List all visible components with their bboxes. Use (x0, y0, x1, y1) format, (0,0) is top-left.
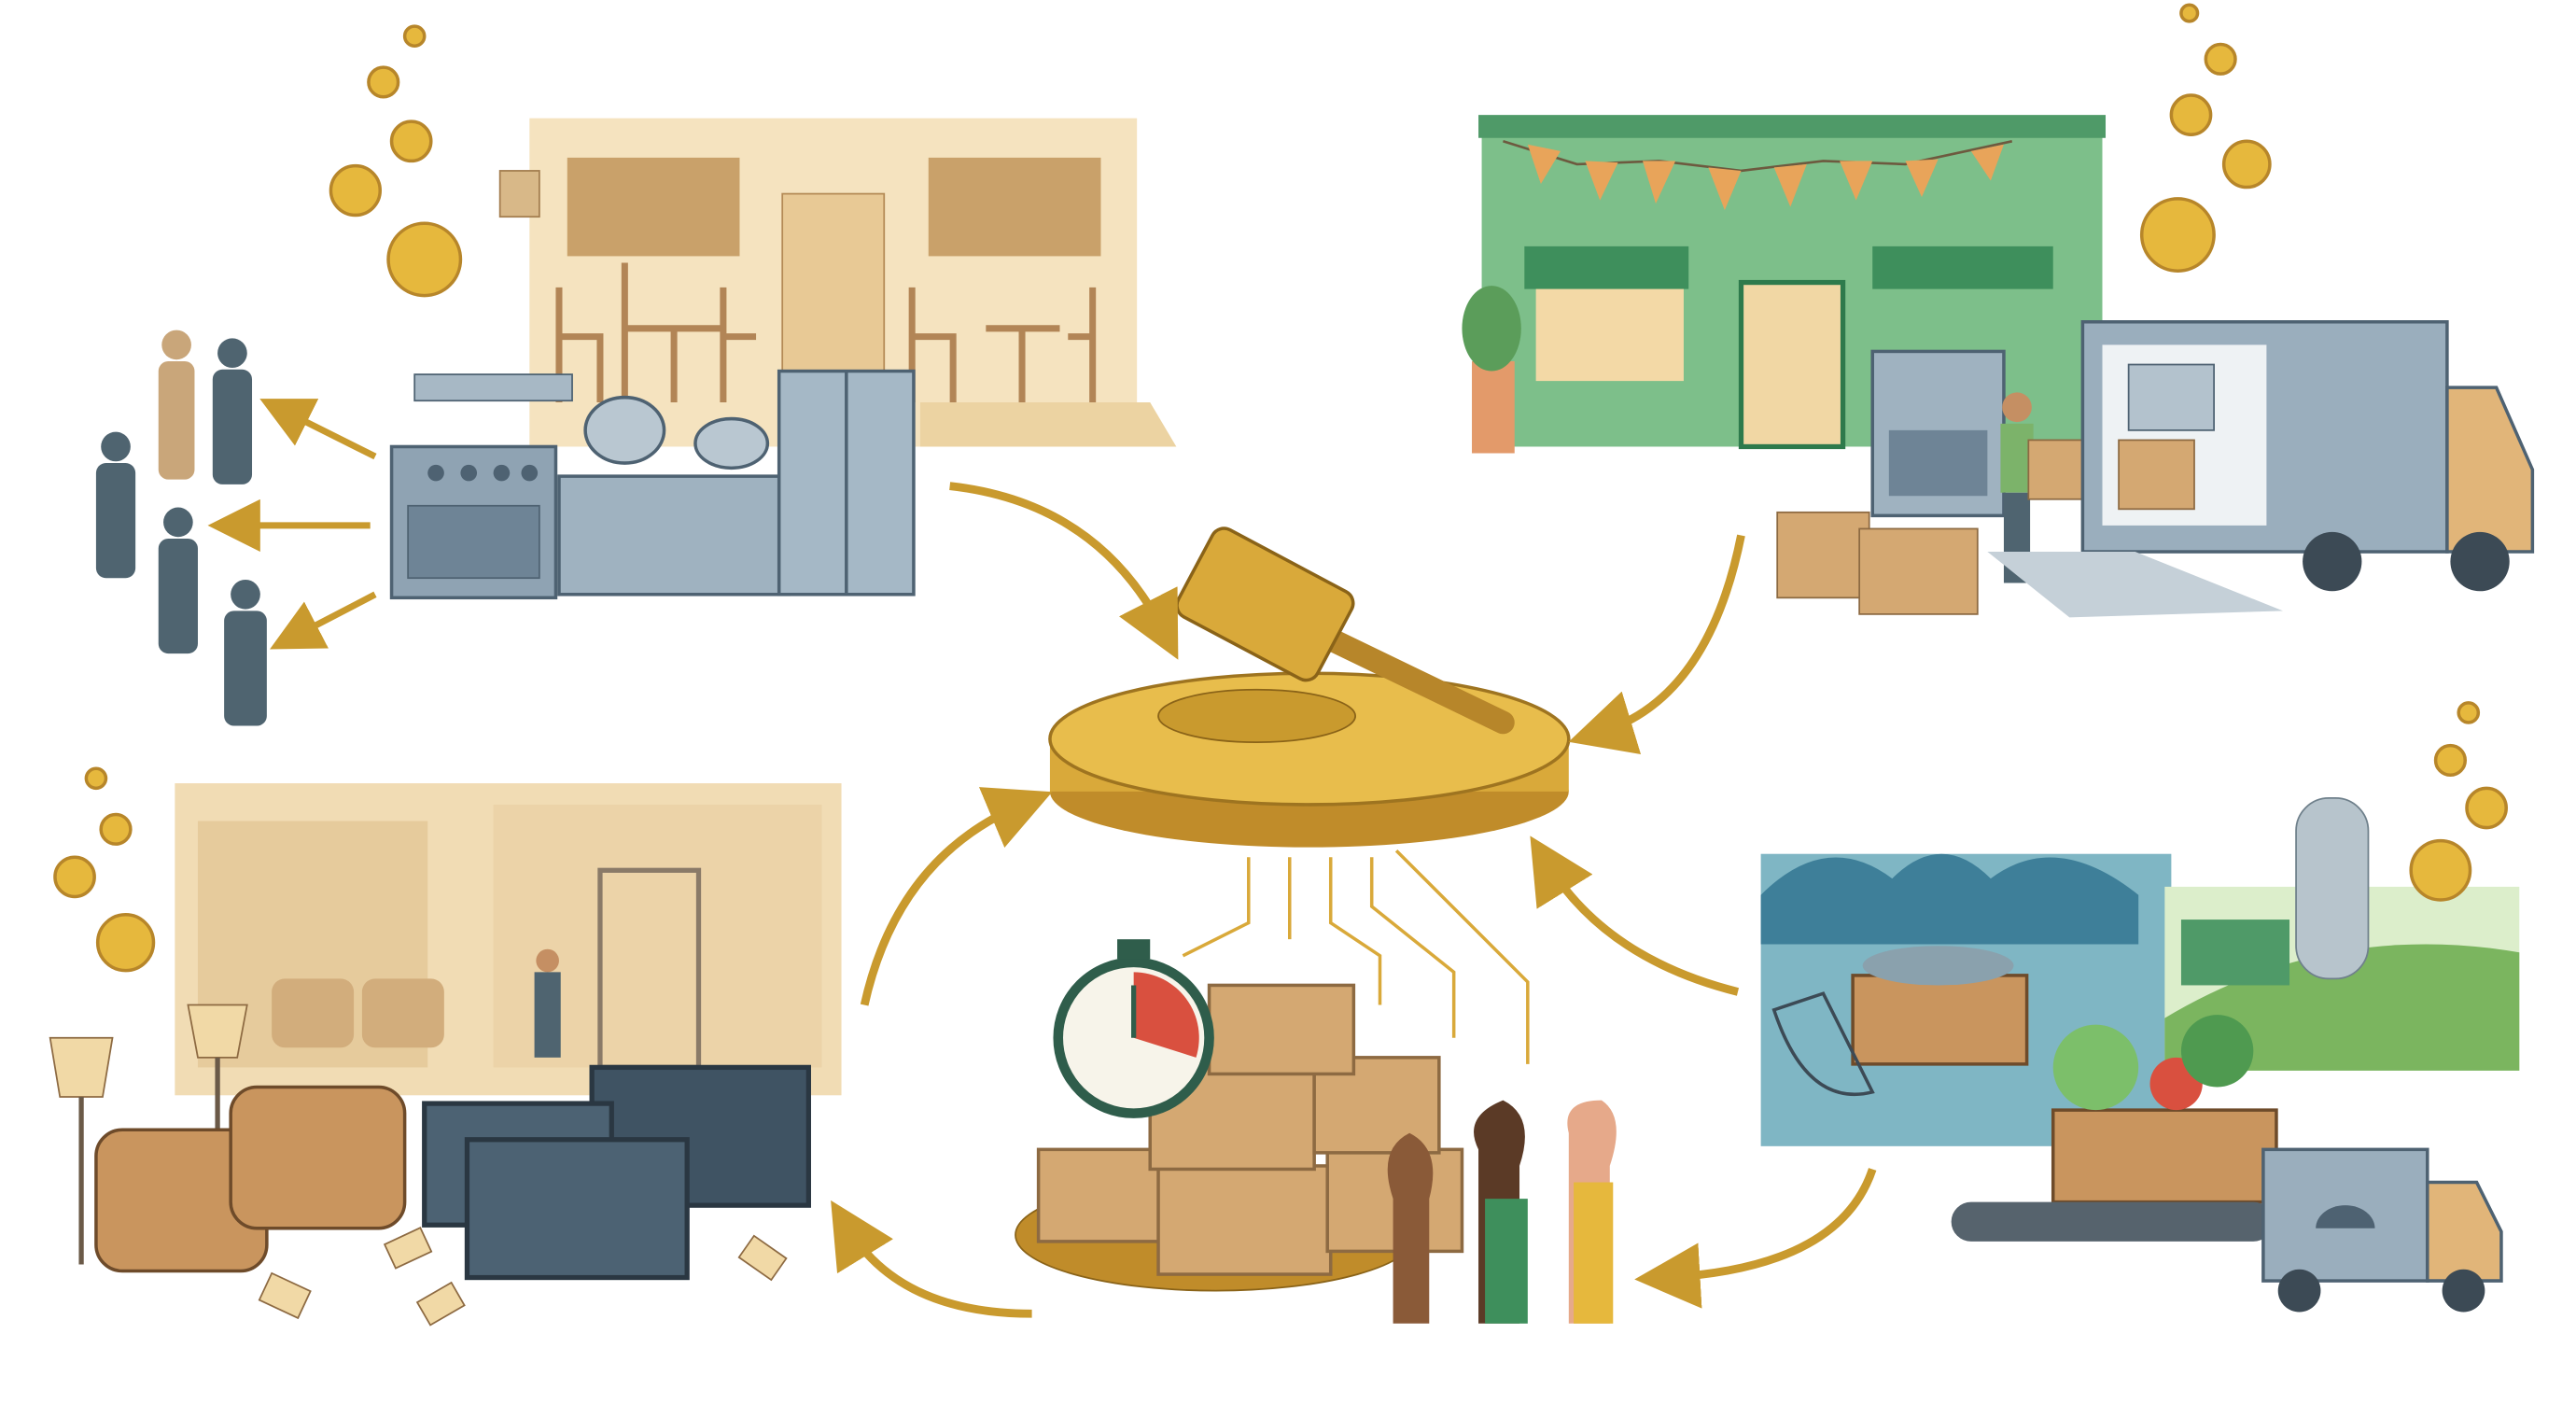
arrow-produce-to-auction (1530, 835, 1740, 996)
coins-icon (329, 24, 463, 298)
produce-crate-icon (2051, 1108, 2278, 1204)
fish-crate-icon (1851, 974, 2029, 1066)
truck-wheel (2303, 531, 2362, 592)
awning-icon (1872, 246, 2053, 289)
sound-block-icon (1157, 688, 1357, 743)
truck-wheel (2450, 531, 2510, 592)
auction-center (1048, 526, 1571, 1064)
coins-icon (2409, 701, 2508, 902)
furniture-electronics-scene (49, 766, 842, 1327)
arrow-produce-to-lots (1634, 1168, 1877, 1309)
conveyor-belt (1951, 1201, 2274, 1242)
coins-icon (2139, 3, 2272, 274)
floor (919, 401, 1177, 447)
fish-icon (1862, 946, 2014, 986)
loading-ramp (1987, 552, 2283, 618)
silo-icon (2295, 797, 2370, 980)
armchair-icon (272, 978, 355, 1048)
armchair-icon (361, 978, 444, 1048)
cardboard-box-icon (1858, 527, 1979, 615)
coins-icon (53, 766, 156, 973)
window-blinds-icon (567, 157, 740, 257)
buyers-group-icon (95, 330, 267, 726)
broccoli-icon (2180, 1015, 2254, 1088)
hanging-sign-icon (498, 170, 540, 218)
store-door-icon (1738, 279, 1846, 450)
flow-arrows (831, 482, 1877, 1318)
cooking-pot-icon (583, 395, 666, 465)
worker-icon (536, 948, 559, 973)
floor-lamp-icon (49, 1036, 114, 1098)
arrow-kitchen-to-auction (949, 482, 1179, 660)
arrow-furniture-to-auction (860, 787, 1053, 1006)
potted-plant-icon (1472, 360, 1515, 454)
counter-cabinet-icon (557, 474, 791, 597)
awning-icon (1524, 246, 1689, 289)
delivery-worker-icon (2002, 392, 2032, 423)
wave-icon (1760, 853, 2139, 945)
connection-lines (1182, 849, 1530, 1064)
bidding-lots (1015, 939, 1617, 1324)
bunting-flags (1527, 144, 2004, 211)
cardboard-box-icon (1776, 511, 1870, 599)
barn-icon (2180, 920, 2290, 986)
television-icon (464, 1137, 690, 1281)
door-icon (781, 192, 886, 392)
window-blinds-icon (928, 157, 1101, 257)
floor-lamp-icon (187, 1004, 248, 1059)
raised-hands-icon (1387, 1100, 1617, 1324)
distribution-arrows (207, 399, 377, 650)
restaurant-kitchen-scene (95, 24, 1177, 726)
table-chairs-icon (555, 262, 1097, 402)
lettuce-icon (2052, 1024, 2139, 1111)
store-delivery-scene (1462, 3, 2535, 618)
cloche-icon (2316, 1205, 2375, 1228)
armchair-icon (229, 1085, 407, 1230)
seafood-produce-scene (1760, 701, 2520, 1313)
arrow-store-to-auction (1568, 534, 1745, 754)
gavel-icon (1175, 526, 1515, 735)
cooking-pot-icon (693, 416, 770, 470)
stopwatch-icon (1053, 939, 1214, 1118)
arrow-lots-to-furniture (831, 1200, 1032, 1318)
fishing-net-icon (1771, 991, 1875, 1097)
price-tag-icon (258, 1227, 788, 1327)
